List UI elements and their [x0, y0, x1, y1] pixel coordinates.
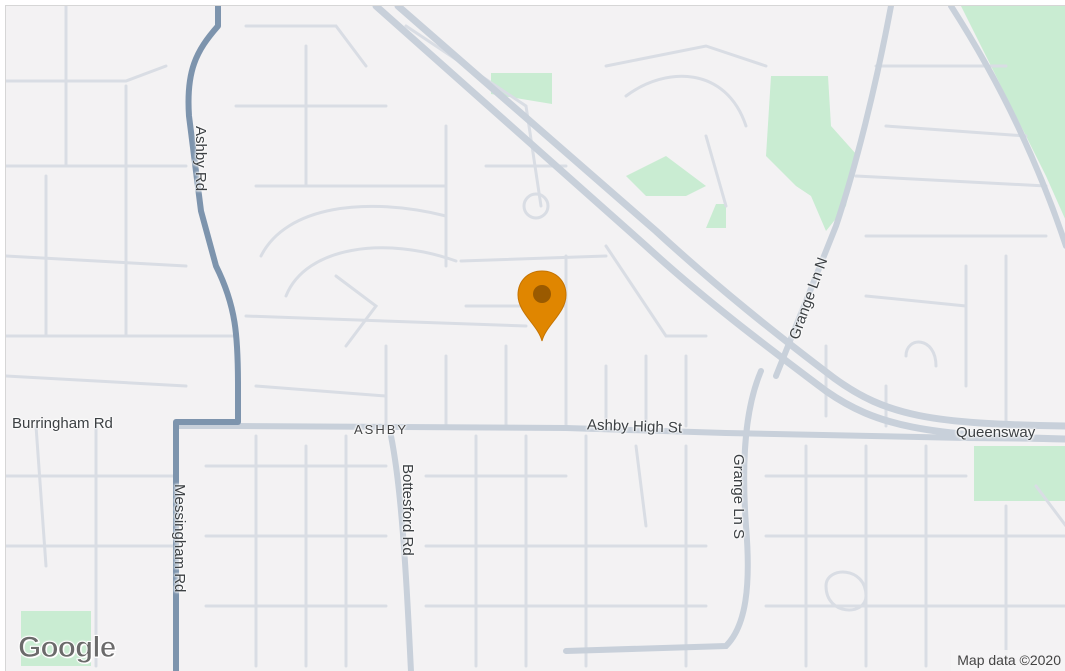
road-label-ashby-high-st: Ashby High St: [586, 416, 683, 437]
parks: [21, 6, 1065, 666]
map-attribution[interactable]: Map data ©2020: [951, 650, 1065, 671]
queensway-road: [372, 6, 1065, 443]
road-label-queensway: Queensway: [956, 424, 1036, 441]
road-label-ashby-rd: Ashby Rd: [192, 126, 209, 192]
park-area: [766, 76, 856, 231]
park-area: [21, 611, 91, 666]
map-view[interactable]: Ashby Rd Messingham Rd Burringham Rd ASH…: [5, 5, 1065, 671]
map-canvas[interactable]: [6, 6, 1065, 671]
primary-road: [173, 6, 241, 671]
east-road: [948, 6, 1065, 249]
roundabout: [522, 192, 550, 220]
park-area: [961, 6, 1065, 219]
google-logo[interactable]: Google: [17, 631, 116, 665]
park-area: [706, 204, 726, 228]
road-label-burringham-rd: Burringham Rd: [12, 415, 113, 432]
district-label-ashby: ASHBY: [354, 422, 409, 437]
road-label-messingham-rd: Messingham Rd: [171, 484, 188, 593]
location-pin-icon[interactable]: [516, 269, 568, 343]
park-area: [974, 446, 1065, 501]
park-area: [626, 156, 706, 196]
road-label-grange-ln-s: Grange Ln S: [730, 454, 747, 540]
minor-roads: [6, 6, 1065, 668]
road-label-bottesford-rd: Bottesford Rd: [399, 464, 416, 556]
